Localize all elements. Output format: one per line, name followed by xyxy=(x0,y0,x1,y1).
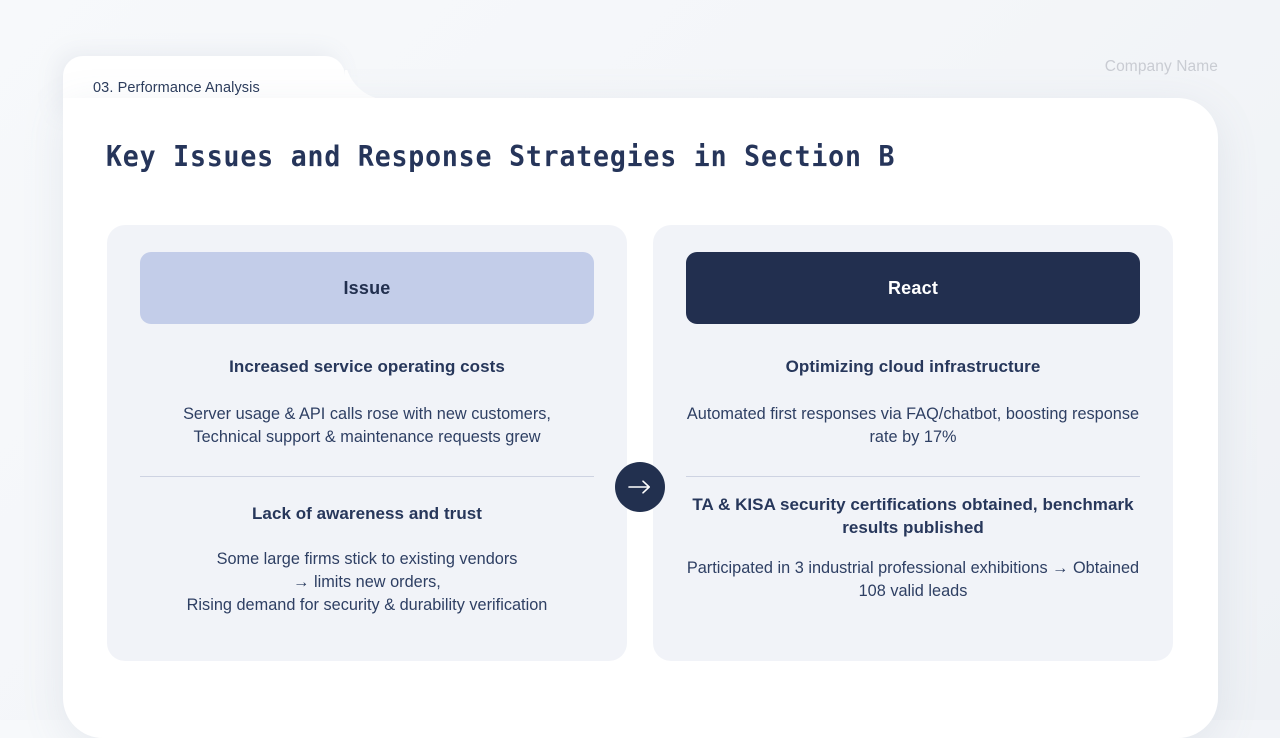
react-block-1-heading: Optimizing cloud infrastructure xyxy=(686,356,1140,379)
react-block-1-body: Automated first responses via FAQ/chatbo… xyxy=(686,403,1140,449)
react-block-2: TA & KISA security certifications obtain… xyxy=(686,494,1140,603)
react-block-2-heading: TA & KISA security certifications obtain… xyxy=(686,494,1140,540)
react-card-divider xyxy=(686,476,1140,477)
comparison-columns: Issue Increased service operating costs … xyxy=(107,225,1173,661)
issue-block-2: Lack of awareness and trust Some large f… xyxy=(140,503,594,617)
company-name-label: Company Name xyxy=(1105,58,1218,76)
issue-block-1-body: Server usage & API calls rose with new c… xyxy=(140,403,594,449)
flow-arrow-badge[interactable] xyxy=(615,462,665,512)
issue-card-divider xyxy=(140,476,594,477)
issue-block-2-body: Some large firms stick to existing vendo… xyxy=(140,548,594,617)
react-card: React Optimizing cloud infrastructure Au… xyxy=(653,225,1173,661)
section-tab-label: 03. Performance Analysis xyxy=(93,80,260,96)
react-card-header: React xyxy=(686,252,1140,324)
react-block-1: Optimizing cloud infrastructure Automate… xyxy=(686,356,1140,449)
issue-card-header: Issue xyxy=(140,252,594,324)
react-block-2-body: Participated in 3 industrial professiona… xyxy=(686,557,1140,603)
content-panel: Key Issues and Response Strategies in Se… xyxy=(63,98,1218,738)
slide-root: Company Name 03. Performance Analysis Ke… xyxy=(0,0,1280,720)
arrow-right-icon xyxy=(627,479,653,495)
issue-card: Issue Increased service operating costs … xyxy=(107,225,627,661)
tab-notch-decoration xyxy=(345,56,389,100)
issue-block-1-heading: Increased service operating costs xyxy=(140,356,594,379)
issue-block-1: Increased service operating costs Server… xyxy=(140,356,594,449)
page-title: Key Issues and Response Strategies in Se… xyxy=(106,140,895,173)
issue-block-2-heading: Lack of awareness and trust xyxy=(140,503,594,526)
